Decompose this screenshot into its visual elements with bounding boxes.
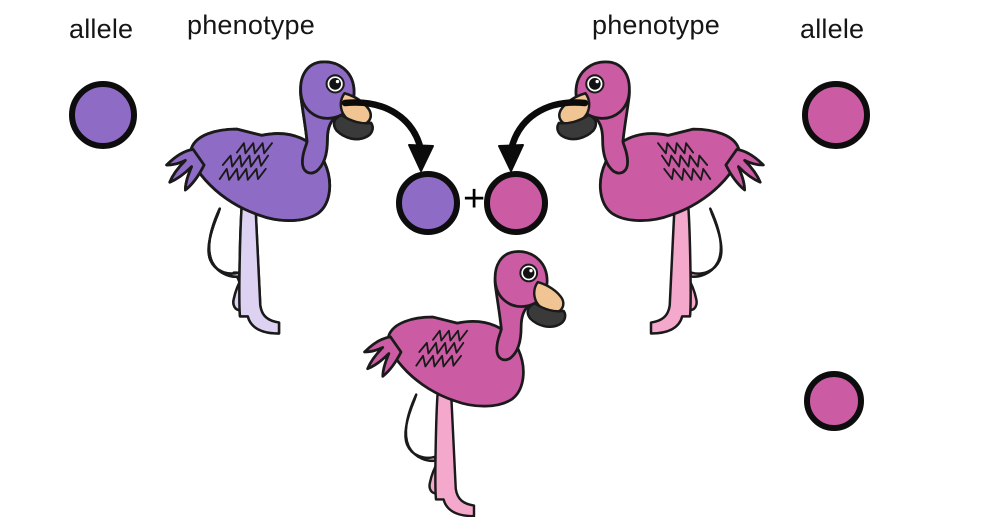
label-allele-left: allele <box>69 14 134 44</box>
flamingo-parent-pink <box>556 60 765 335</box>
flamingo-offspring-pink <box>363 250 567 517</box>
allele-parent-pink <box>802 81 870 149</box>
arrow-right <box>498 99 589 172</box>
allele-offspring-pink <box>804 371 864 431</box>
allele-gamete-pink <box>484 171 548 235</box>
flamingo-parent-purple <box>165 60 375 335</box>
allele-gamete-purple <box>396 171 460 235</box>
arrow-left <box>341 99 434 172</box>
label-phenotype-left: phenotype <box>187 10 315 40</box>
plus-operator: + <box>463 178 486 220</box>
label-phenotype-right: phenotype <box>592 10 720 40</box>
allele-parent-purple <box>69 81 137 149</box>
label-allele-right: allele <box>800 14 865 44</box>
